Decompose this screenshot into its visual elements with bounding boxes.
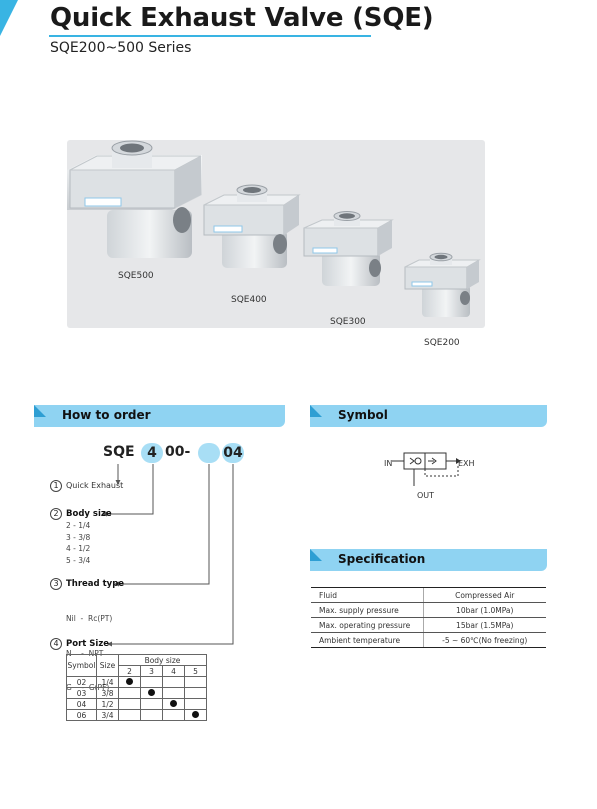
table-header-body-4: 4 — [162, 665, 185, 677]
code-thread-type — [198, 443, 220, 463]
section-title: How to order — [62, 408, 151, 422]
table-row: 02 1/4 — [66, 676, 207, 688]
table-row: Fluid Compressed Air — [311, 587, 546, 603]
table-header-size: Size — [96, 654, 119, 677]
table-header-body-3: 3 — [140, 665, 163, 677]
table-header-body-size: Body size — [118, 654, 207, 666]
photo-label-sqe500: SQE500 — [118, 271, 154, 281]
valve-sqe200 — [404, 252, 481, 317]
code-mid: 00- — [165, 444, 191, 460]
code-port-size: 04 — [222, 443, 244, 463]
spec-value: 10bar (1.0MPa) — [422, 602, 546, 618]
body-size-options: 2 - 1/4 3 - 3/8 4 - 1/2 5 - 3/4 — [66, 520, 90, 566]
page-title: Quick Exhaust Valve (SQE) — [50, 3, 434, 33]
code-prefix: SQE — [103, 444, 135, 460]
header-triangle-icon — [310, 405, 322, 417]
table-row: Max. supply pressure 10bar (1.0MPa) — [311, 602, 546, 618]
spec-value: 15bar (1.5MPa) — [422, 617, 546, 633]
symbol-label-in: IN — [384, 459, 393, 468]
table-row: 06 3/4 — [66, 709, 207, 721]
symbol-label-out: OUT — [417, 491, 435, 500]
table-cell-size: 1/2 — [96, 698, 119, 710]
port-size-table: Symbol Size Body size 2 3 4 5 02 1/4 03 … — [66, 654, 207, 721]
page-subtitle: SQE200~500 Series — [50, 40, 192, 56]
table-cell-size: 1/4 — [96, 676, 119, 688]
option-line: 2 - 1/4 — [66, 521, 91, 530]
product-photo — [67, 140, 485, 328]
item-label-quick-exhaust: Quick Exhaust — [66, 481, 124, 490]
spec-value: -5 ~ 60℃(No freezing) — [422, 632, 546, 648]
header-triangle-icon — [34, 405, 46, 417]
spec-name: Max. supply pressure — [311, 602, 423, 618]
table-cell-symbol: 03 — [66, 687, 97, 699]
spec-name: Fluid — [311, 587, 423, 603]
item-number-3: 3 — [50, 578, 62, 590]
photo-label-sqe200: SQE200 — [424, 338, 460, 348]
option-line: 4 - 1/2 — [66, 544, 91, 553]
item-number-4: 4 — [50, 638, 62, 650]
table-header-body-2: 2 — [118, 665, 141, 677]
item-number-1: 1 — [50, 480, 62, 492]
code-body-size: 4 — [141, 443, 163, 463]
section-title: Symbol — [338, 408, 388, 422]
photo-label-sqe400: SQE400 — [231, 295, 267, 305]
specification-table: Fluid Compressed Air Max. supply pressur… — [311, 587, 546, 648]
corner-accent — [0, 0, 18, 36]
section-header-specification: Specification — [310, 549, 547, 571]
option-line: 3 - 3/8 — [66, 532, 91, 542]
table-row: Max. operating pressure 15bar (1.5MPa) — [311, 617, 546, 633]
item-label-thread-type: Thread type — [66, 579, 125, 589]
item-number-2: 2 — [50, 508, 62, 520]
section-header-symbol: Symbol — [310, 405, 547, 427]
table-cell-size: 3/4 — [96, 709, 119, 721]
photo-label-sqe300: SQE300 — [330, 317, 366, 327]
availability-dot-icon — [148, 688, 155, 696]
item-label-port-size: Port Size — [66, 639, 110, 649]
option-line: 5 - 3/4 — [66, 555, 91, 565]
option-line: N - NPT — [66, 648, 104, 658]
valve-sqe500 — [67, 140, 202, 258]
spec-name: Ambient temperature — [311, 632, 423, 648]
spec-value: Compressed Air — [422, 587, 546, 603]
product-illustration — [67, 140, 481, 317]
availability-dot-icon — [126, 677, 133, 685]
valve-sqe300 — [303, 211, 394, 286]
header-triangle-icon — [310, 549, 322, 561]
pneumatic-symbol-icon — [392, 452, 461, 486]
section-title: Specification — [338, 552, 426, 566]
table-row: Ambient temperature -5 ~ 60℃(No freezing… — [311, 632, 546, 648]
table-cell-symbol: 04 — [66, 698, 97, 710]
valve-sqe400 — [203, 184, 301, 268]
availability-dot-icon — [170, 699, 177, 707]
title-underline — [49, 35, 371, 37]
table-header-symbol: Symbol — [66, 654, 97, 677]
table-cell-symbol: 02 — [66, 676, 97, 688]
option-line: Nil - Rc(PT) — [66, 614, 113, 623]
availability-dot-icon — [192, 710, 199, 718]
table-row: 03 3/8 — [66, 687, 207, 699]
section-header-how-to-order: How to order — [34, 405, 285, 427]
table-cell-size: 3/8 — [96, 687, 119, 699]
symbol-label-exh: EXH — [458, 459, 475, 468]
spec-name: Max. operating pressure — [311, 617, 423, 633]
table-header-body-5: 5 — [184, 665, 207, 677]
item-label-body-size: Body size — [66, 509, 112, 519]
table-cell-symbol: 06 — [66, 709, 97, 721]
table-row: 04 1/2 — [66, 698, 207, 710]
